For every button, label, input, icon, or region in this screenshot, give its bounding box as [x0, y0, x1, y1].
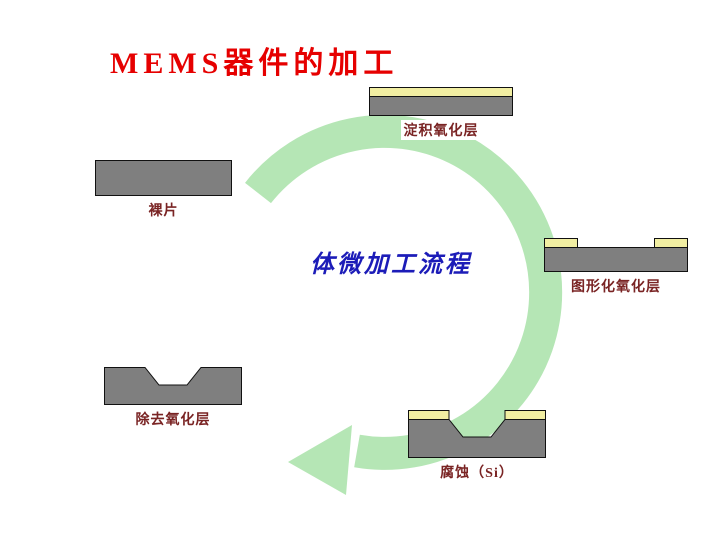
- step-label: 淀积氧化层: [400, 120, 482, 140]
- step-bare-wafer: 裸片: [95, 160, 232, 220]
- step-label: 除去氧化层: [132, 409, 214, 429]
- remove-oxide-wafer-icon: [104, 367, 242, 405]
- step-etch-si: 腐蚀（Si）: [408, 410, 546, 482]
- step-label: 裸片: [145, 200, 182, 220]
- step-label: 腐蚀（Si）: [437, 462, 517, 482]
- step-pattern-oxide: 图形化氧化层: [544, 238, 688, 296]
- step-deposit-oxide: 淀积氧化层: [369, 87, 513, 140]
- cycle-arc: [245, 114, 563, 470]
- slide-title: MEMS器件的加工: [110, 47, 399, 80]
- center-caption: 体微加工流程: [310, 252, 472, 278]
- pattern-oxide-wafer-icon: [544, 238, 688, 272]
- etch-si-wafer-icon: [408, 410, 546, 458]
- step-remove-oxide: 除去氧化层: [104, 367, 242, 429]
- deposit-oxide-wafer-icon: [369, 87, 513, 116]
- bare-wafer-icon: [95, 160, 232, 196]
- cycle-arrow-head-icon: [288, 425, 352, 495]
- step-label: 图形化氧化层: [568, 276, 664, 296]
